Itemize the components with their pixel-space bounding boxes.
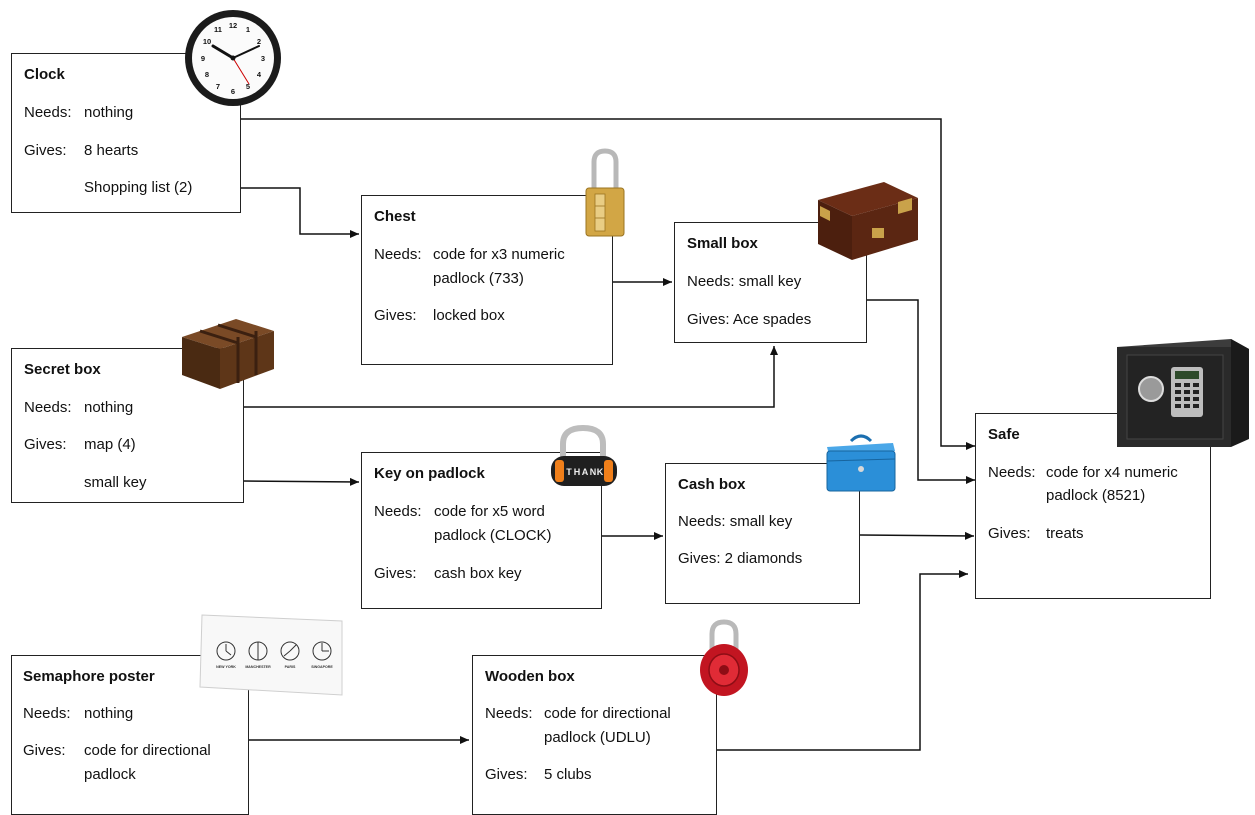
blue-cash-box-icon [826, 434, 896, 492]
arrow-small-box-to-safe [866, 299, 975, 484]
safe-gives-label: Gives: [988, 525, 1031, 542]
secret-box-title: Secret box [24, 361, 101, 378]
key-on-padlock-needs-label: Needs: [374, 503, 422, 520]
lock-letter: N [590, 467, 597, 477]
lock-letter: A [582, 467, 589, 477]
semaphore-poster-gives-line: code for directional [84, 742, 211, 759]
clock-title: Clock [24, 66, 65, 83]
arrow-wooden-box-to-safe [717, 570, 968, 751]
semaphore-poster-title: Semaphore poster [23, 668, 155, 685]
wooden-box-gives-item: 5 clubs [544, 766, 592, 783]
clock-numeral: 8 [205, 70, 209, 79]
small-box-title: Small box [687, 235, 758, 252]
poster-city-label: PARIS [285, 665, 296, 669]
secret-box-box: Secret box Needs: nothing Gives: map (4)… [11, 348, 244, 503]
cash-box-gives: Gives: 2 diamonds [678, 550, 803, 567]
secret-box-gives-item: small key [84, 474, 147, 491]
lock-letter: K [597, 467, 604, 477]
semaphore-poster-needs-label: Needs: [23, 705, 71, 722]
wooden-puzzle-box-icon [182, 319, 274, 389]
chest-gives-item: locked box [433, 307, 505, 324]
red-directional-padlock-icon [700, 619, 748, 696]
safe-needs-label: Needs: [988, 464, 1036, 481]
clock-numeral: 9 [201, 54, 205, 63]
clock-numeral: 11 [214, 25, 222, 34]
combination-padlock-icon [585, 148, 625, 237]
small-box-needs: Needs: small key [687, 273, 802, 290]
arrow-clock-to-chest [241, 187, 359, 238]
wooden-box-needs-line: padlock (UDLU) [544, 729, 651, 746]
clock-numeral: 12 [229, 21, 237, 30]
clock-numeral: 4 [257, 70, 262, 79]
clock-numeral: 5 [246, 82, 250, 91]
arrow-clock-to-safe [241, 118, 975, 450]
wooden-box-gives-label: Gives: [485, 766, 528, 783]
key-on-padlock-title: Key on padlock [374, 465, 485, 482]
key-on-padlock-needs-line: code for x5 word [434, 503, 545, 520]
semaphore-poster-icon: NEW YORK MANCHESTER PARIS SINGAPORE [199, 614, 343, 696]
clock-numeral: 3 [261, 54, 265, 63]
arrow-secret-box-to-key-padlock [242, 477, 360, 486]
secret-box-needs-value: nothing [84, 399, 134, 416]
clock-numeral: 10 [203, 37, 211, 46]
key-on-padlock-gives-label: Gives: [374, 565, 417, 582]
semaphore-poster-gives-label: Gives: [23, 742, 66, 759]
poster-city-label: SINGAPORE [311, 665, 333, 669]
electronic-safe-icon [1117, 339, 1249, 447]
key-on-padlock-needs-line: padlock (CLOCK) [434, 527, 552, 544]
key-on-padlock-gives-item: cash box key [434, 565, 522, 582]
cash-box-needs: Needs: small key [678, 513, 793, 530]
safe-title: Safe [988, 426, 1020, 443]
safe-needs-line: padlock (8521) [1046, 487, 1146, 504]
cash-box-title: Cash box [678, 476, 746, 493]
clock-gives-label: Gives: [24, 142, 67, 159]
small-box-gives: Gives: Ace spades [687, 311, 812, 328]
wooden-chest-icon [818, 182, 918, 260]
lock-letter: T [566, 467, 572, 477]
wooden-box-needs-label: Needs: [485, 705, 533, 722]
clock-gives-item: Shopping list (2) [84, 179, 193, 196]
clock-numeral: 1 [246, 25, 250, 34]
key-on-padlock-box: Key on padlock Needs: code for x5 word p… [361, 452, 602, 609]
clock-needs-value: nothing [84, 104, 134, 121]
semaphore-poster-needs-value: nothing [84, 705, 134, 722]
wooden-box-box: Wooden box Needs: code for directional p… [472, 655, 717, 815]
clock-numeral: 6 [231, 87, 235, 96]
poster-city-label: NEW YORK [216, 665, 236, 669]
secret-box-gives-label: Gives: [24, 436, 67, 453]
word-padlock-icon: T H A N K [551, 424, 617, 486]
lock-letter: H [574, 467, 581, 477]
clock-needs-label: Needs: [24, 104, 72, 121]
wooden-box-title: Wooden box [485, 668, 575, 685]
chest-needs-line: code for x3 numeric [433, 246, 565, 263]
clock-numeral: 7 [216, 82, 220, 91]
chest-title: Chest [374, 208, 416, 225]
chest-gives-label: Gives: [374, 307, 417, 324]
chest-box: Chest Needs: code for x3 numeric padlock… [361, 195, 613, 365]
wall-clock-icon: 12 1 2 3 4 5 6 7 8 9 10 11 [185, 10, 281, 106]
secret-box-gives-item: map (4) [84, 436, 136, 453]
safe-needs-line: code for x4 numeric [1046, 464, 1178, 481]
arrow-cash-box-to-safe [859, 531, 975, 540]
wooden-box-needs-line: code for directional [544, 705, 671, 722]
arrow-secret-box-to-small-box [243, 346, 778, 408]
poster-city-label: MANCHESTER [245, 665, 271, 669]
clock-gives-item: 8 hearts [84, 142, 139, 159]
chest-needs-line: padlock (733) [433, 270, 524, 287]
clock-numeral: 2 [257, 37, 261, 46]
safe-gives-item: treats [1046, 525, 1084, 542]
semaphore-poster-gives-line: padlock [84, 766, 136, 783]
secret-box-needs-label: Needs: [24, 399, 72, 416]
chest-needs-label: Needs: [374, 246, 422, 263]
